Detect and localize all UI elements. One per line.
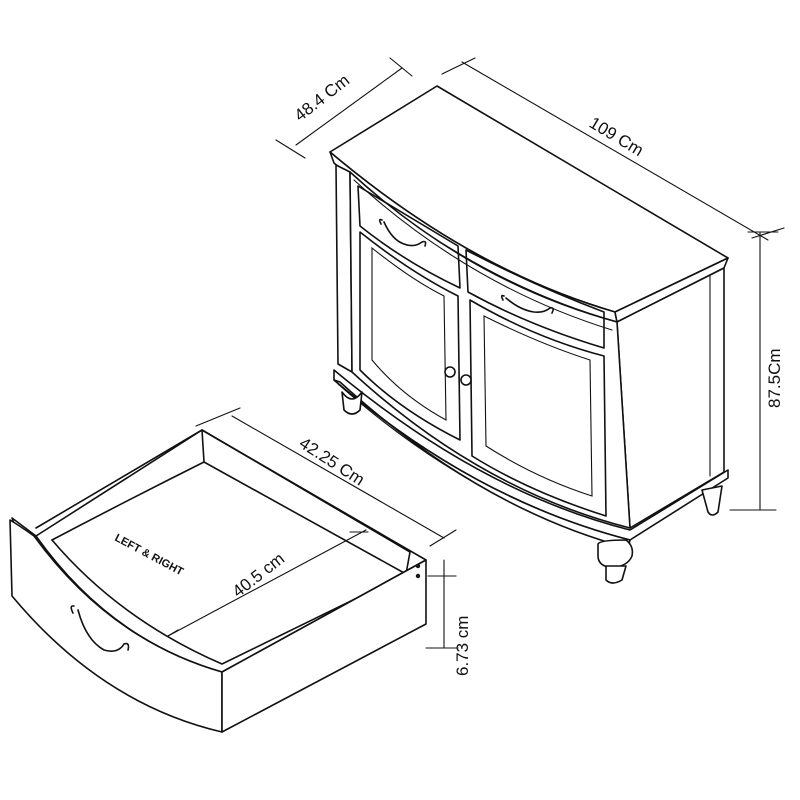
drawer-detail: 40.5 cm LEFT & RIGHT 42.25 Cm 6.73 cm [9,407,472,733]
drawer-height-dimension: 6.73 cm [425,559,472,676]
right-drawer-handle [500,294,554,314]
width-label: 109 Cm [586,113,647,160]
right-door [469,299,607,517]
drawer-floor [51,539,407,665]
right-drawer-front [465,249,605,349]
height-dimension: 87.5Cm [729,231,784,511]
sideboard-feet [341,391,723,584]
height-label: 87.5Cm [765,348,784,408]
drawer-side-panel [221,559,427,733]
depth-label: 48.4 Cm [291,71,353,126]
drawer-height-label: 6.73 cm [453,616,472,676]
sideboard: 48.4 Cm 109 Cm 87.5Cm [275,57,785,584]
right-door-knob [460,374,472,386]
left-door [359,231,461,441]
left-door-knob [444,366,456,378]
drawer-front-panel [9,519,223,733]
left-drawer-handle [378,218,427,247]
drawer-length-label: 42.25 Cm [296,433,368,489]
left-drawer-front [357,185,461,289]
drawer-handle [70,605,130,652]
sideboard-front [349,171,631,529]
